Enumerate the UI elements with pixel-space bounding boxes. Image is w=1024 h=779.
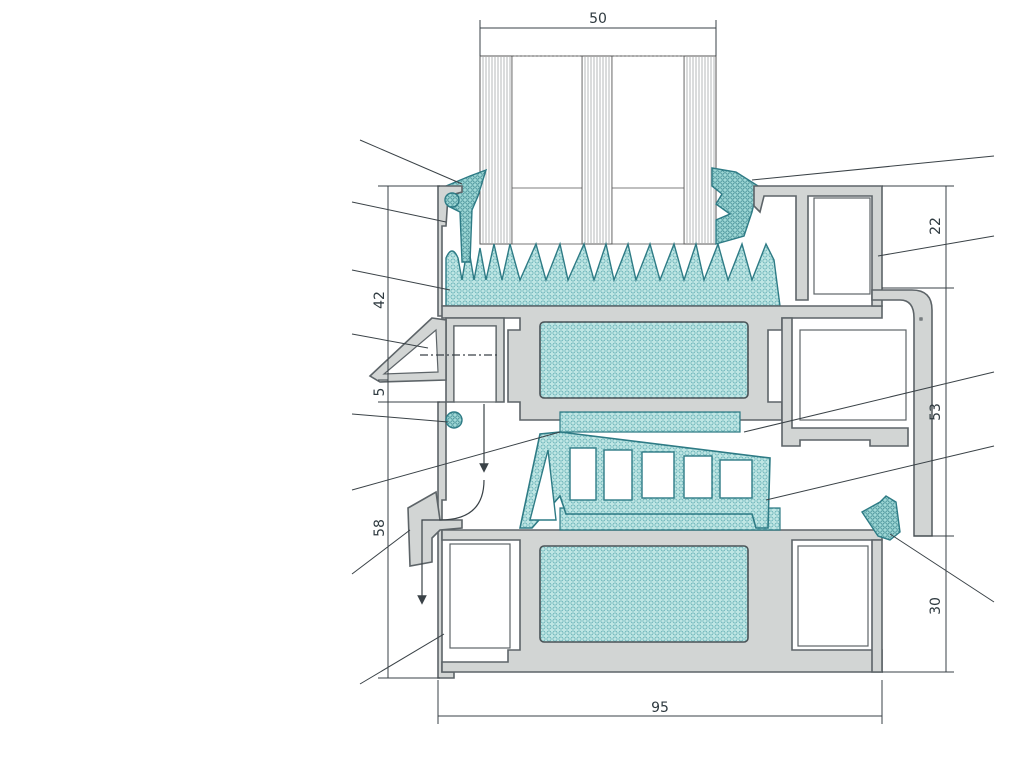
leader-left-6 bbox=[351, 431, 561, 491]
leader-right-3 bbox=[743, 371, 995, 433]
dim-label-bottom-width: 95 bbox=[651, 700, 669, 716]
left-upper-seal bbox=[444, 192, 460, 208]
leader-left-3 bbox=[351, 269, 451, 291]
dimension-lines bbox=[378, 20, 954, 724]
dim-label-right-top: 22 bbox=[928, 217, 944, 235]
glass-hatching bbox=[482, 57, 715, 243]
glazing-bottom-gasket bbox=[445, 241, 781, 307]
profile-cavities bbox=[382, 197, 923, 649]
drainage-route bbox=[417, 479, 485, 605]
dim-label-right-bottom: 30 bbox=[928, 597, 944, 615]
inner-glazing-gasket bbox=[711, 167, 759, 245]
glass-spacer-cavity-right bbox=[611, 55, 685, 245]
glass-spacer-cavity-left bbox=[511, 55, 583, 245]
glass-pane-inner bbox=[683, 55, 717, 245]
dim-label-left-lower: 58 bbox=[372, 519, 388, 537]
leader-left-1 bbox=[359, 139, 463, 185]
callout-leader-lines bbox=[351, 139, 995, 685]
left-seal-gasket bbox=[445, 411, 463, 429]
leader-left-8 bbox=[359, 633, 445, 685]
lower-insulation-core bbox=[539, 545, 749, 643]
dim-label-top-width: 50 bbox=[589, 11, 607, 27]
leader-left-4 bbox=[351, 333, 429, 349]
mid-right-frame-box bbox=[781, 317, 909, 447]
dim-label-right-mid: 53 bbox=[928, 403, 944, 421]
leader-right-2 bbox=[877, 235, 995, 257]
leader-right-4 bbox=[765, 445, 995, 501]
leader-right-5 bbox=[889, 533, 995, 603]
upper-insulation-core bbox=[539, 321, 749, 399]
leader-right-1 bbox=[751, 155, 995, 181]
insert-cavities bbox=[529, 447, 753, 521]
dim-label-left-upper: 42 bbox=[372, 291, 388, 309]
glazing-unit bbox=[479, 55, 717, 245]
leader-left-5 bbox=[351, 413, 449, 423]
drainage-path bbox=[417, 354, 500, 605]
lower-right-frame-box bbox=[871, 539, 883, 673]
dim-label-left-offset: 5 bbox=[372, 388, 388, 397]
upper-right-frame-box bbox=[753, 185, 883, 307]
right-sash-gasket bbox=[860, 495, 901, 541]
leader-left-2 bbox=[351, 201, 447, 223]
leader-left-7 bbox=[351, 529, 411, 575]
